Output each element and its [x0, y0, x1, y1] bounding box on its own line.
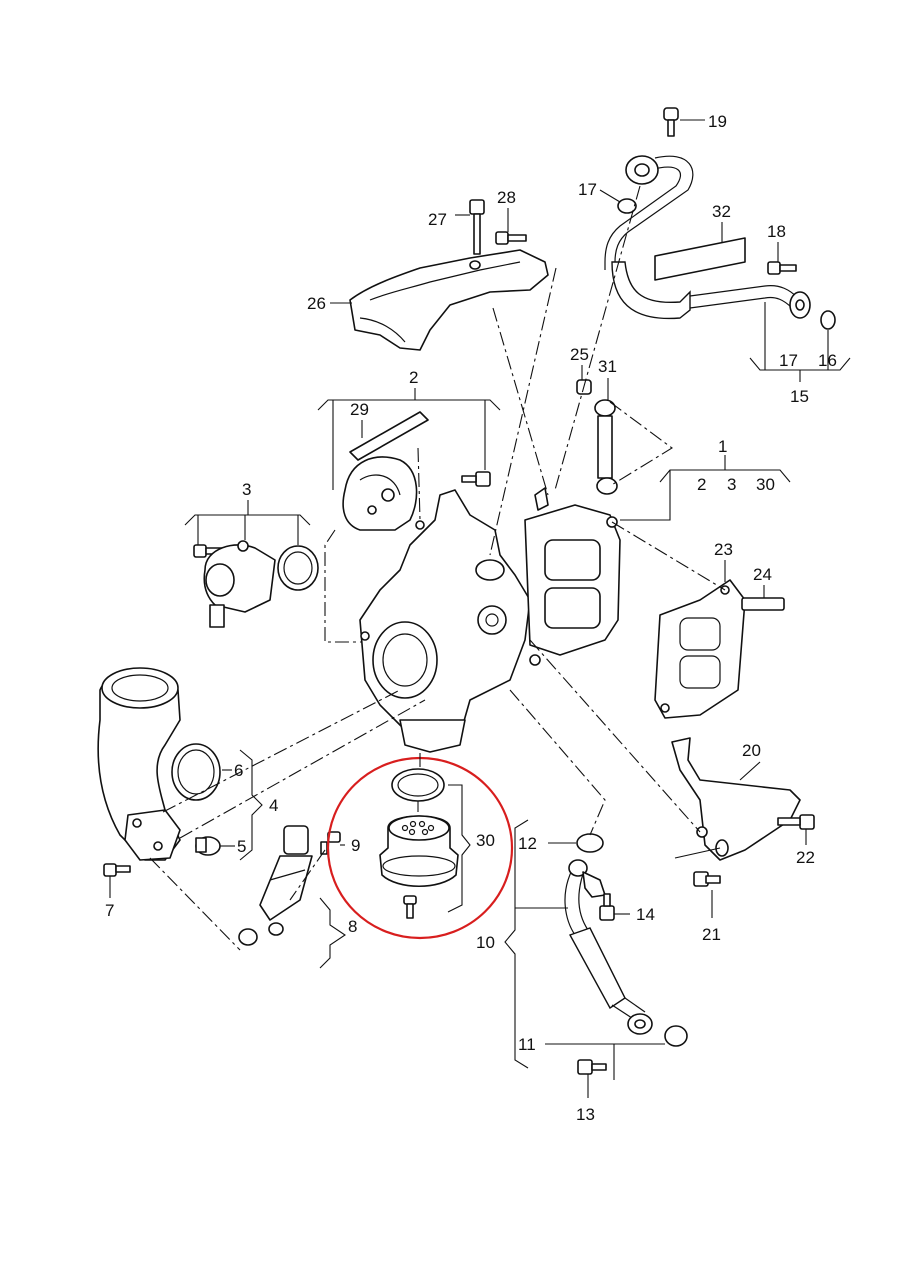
callout-1-sub-2: 2: [697, 475, 706, 494]
part-31-oil-return-tube[interactable]: [594, 378, 618, 495]
part-7-bolt[interactable]: [103, 863, 131, 898]
callout-23: 23: [714, 540, 733, 559]
part-3-seal[interactable]: [277, 545, 319, 591]
part-30-bolt[interactable]: [403, 895, 417, 919]
callout-26: 26: [307, 294, 326, 313]
group-2-bracket: [317, 388, 501, 490]
callout-14: 14: [636, 905, 655, 924]
part-3-valve[interactable]: [203, 540, 276, 628]
callout-3: 3: [242, 480, 251, 499]
part-9-bolt[interactable]: [320, 831, 345, 855]
part-12-seal[interactable]: [548, 833, 604, 853]
callout-9: 9: [351, 836, 360, 855]
group-4-bracket: [239, 749, 263, 861]
part-29-rod[interactable]: [349, 411, 429, 461]
callout-28: 28: [497, 188, 516, 207]
group-3-bracket: [184, 500, 311, 545]
part-16-seal[interactable]: [820, 310, 836, 345]
part-13-bolt[interactable]: [577, 1059, 607, 1098]
part-21-bolt[interactable]: [693, 871, 721, 918]
callout-16: 16: [818, 351, 837, 370]
callout-31: 31: [598, 357, 617, 376]
callout-17-lower: 17: [779, 351, 798, 370]
part-24-stud[interactable]: [741, 585, 785, 611]
callout-17-upper: 17: [578, 180, 597, 199]
callout-labels: 19 17 32 27 28 18 26 17 16 15 25 31 2 29…: [105, 112, 837, 1124]
callout-29: 29: [350, 400, 369, 419]
callout-10: 10: [476, 933, 495, 952]
part-28-bolt[interactable]: [495, 208, 527, 245]
callout-24: 24: [753, 565, 772, 584]
callout-21: 21: [702, 925, 721, 944]
group-10-bracket: [504, 819, 665, 1080]
group-1-bracket: [620, 455, 791, 521]
callout-27: 27: [428, 210, 447, 229]
part-8-sensor[interactable]: [238, 825, 313, 946]
part-2-bolt[interactable]: [461, 471, 491, 487]
assembly-lines: [149, 185, 726, 951]
group-30-bracket: [417, 784, 471, 913]
callout-32: 32: [712, 202, 731, 221]
part-18-bolt[interactable]: [767, 242, 797, 275]
part-15-oil-supply-line[interactable]: [604, 155, 811, 320]
part-27-bolt[interactable]: [455, 199, 485, 255]
callout-4: 4: [269, 796, 278, 815]
part-14-bolt[interactable]: [599, 893, 630, 921]
part-22-bolt[interactable]: [777, 814, 815, 845]
callout-8: 8: [348, 917, 357, 936]
part-30-filter-housing[interactable]: [379, 815, 459, 888]
part-19-bolt[interactable]: [663, 107, 705, 137]
callout-18: 18: [767, 222, 786, 241]
callout-19: 19: [708, 112, 727, 131]
group-15-bracket: [749, 302, 851, 382]
part-1-turbocharger[interactable]: [359, 487, 621, 753]
part-10-oil-return-line[interactable]: [564, 859, 653, 1035]
part-2-actuator[interactable]: [342, 456, 418, 531]
part-5-clamp[interactable]: [195, 836, 235, 856]
callout-5: 5: [237, 837, 246, 856]
callout-1: 1: [718, 437, 727, 456]
part-26-heat-shield[interactable]: [330, 249, 549, 351]
callout-1-sub-3: 3: [727, 475, 736, 494]
callout-12: 12: [518, 834, 537, 853]
callout-22: 22: [796, 848, 815, 867]
part-30-seal-ring[interactable]: [391, 768, 445, 802]
callout-6: 6: [234, 761, 243, 780]
callout-2: 2: [409, 368, 418, 387]
part-25-nut[interactable]: [576, 365, 592, 395]
group-8-bracket: [319, 897, 346, 969]
callout-15: 15: [790, 387, 809, 406]
callout-1-sub-30: 30: [756, 475, 775, 494]
part-17-seal-upper[interactable]: [599, 189, 637, 214]
callout-11: 11: [518, 1035, 536, 1054]
callout-7: 7: [105, 901, 114, 920]
callout-25: 25: [570, 345, 589, 364]
part-6-seal-ring[interactable]: [171, 743, 232, 801]
part-20-bracket[interactable]: [671, 737, 801, 861]
callout-13: 13: [576, 1105, 595, 1124]
part-23-gasket[interactable]: [654, 560, 746, 719]
callout-20: 20: [742, 741, 761, 760]
part-20-fitting[interactable]: [674, 839, 729, 859]
callout-30: 30: [476, 831, 495, 850]
part-11-seal[interactable]: [664, 1025, 688, 1047]
part-4-intake-pipe[interactable]: [97, 667, 181, 861]
part-32-sleeve[interactable]: [654, 222, 746, 281]
